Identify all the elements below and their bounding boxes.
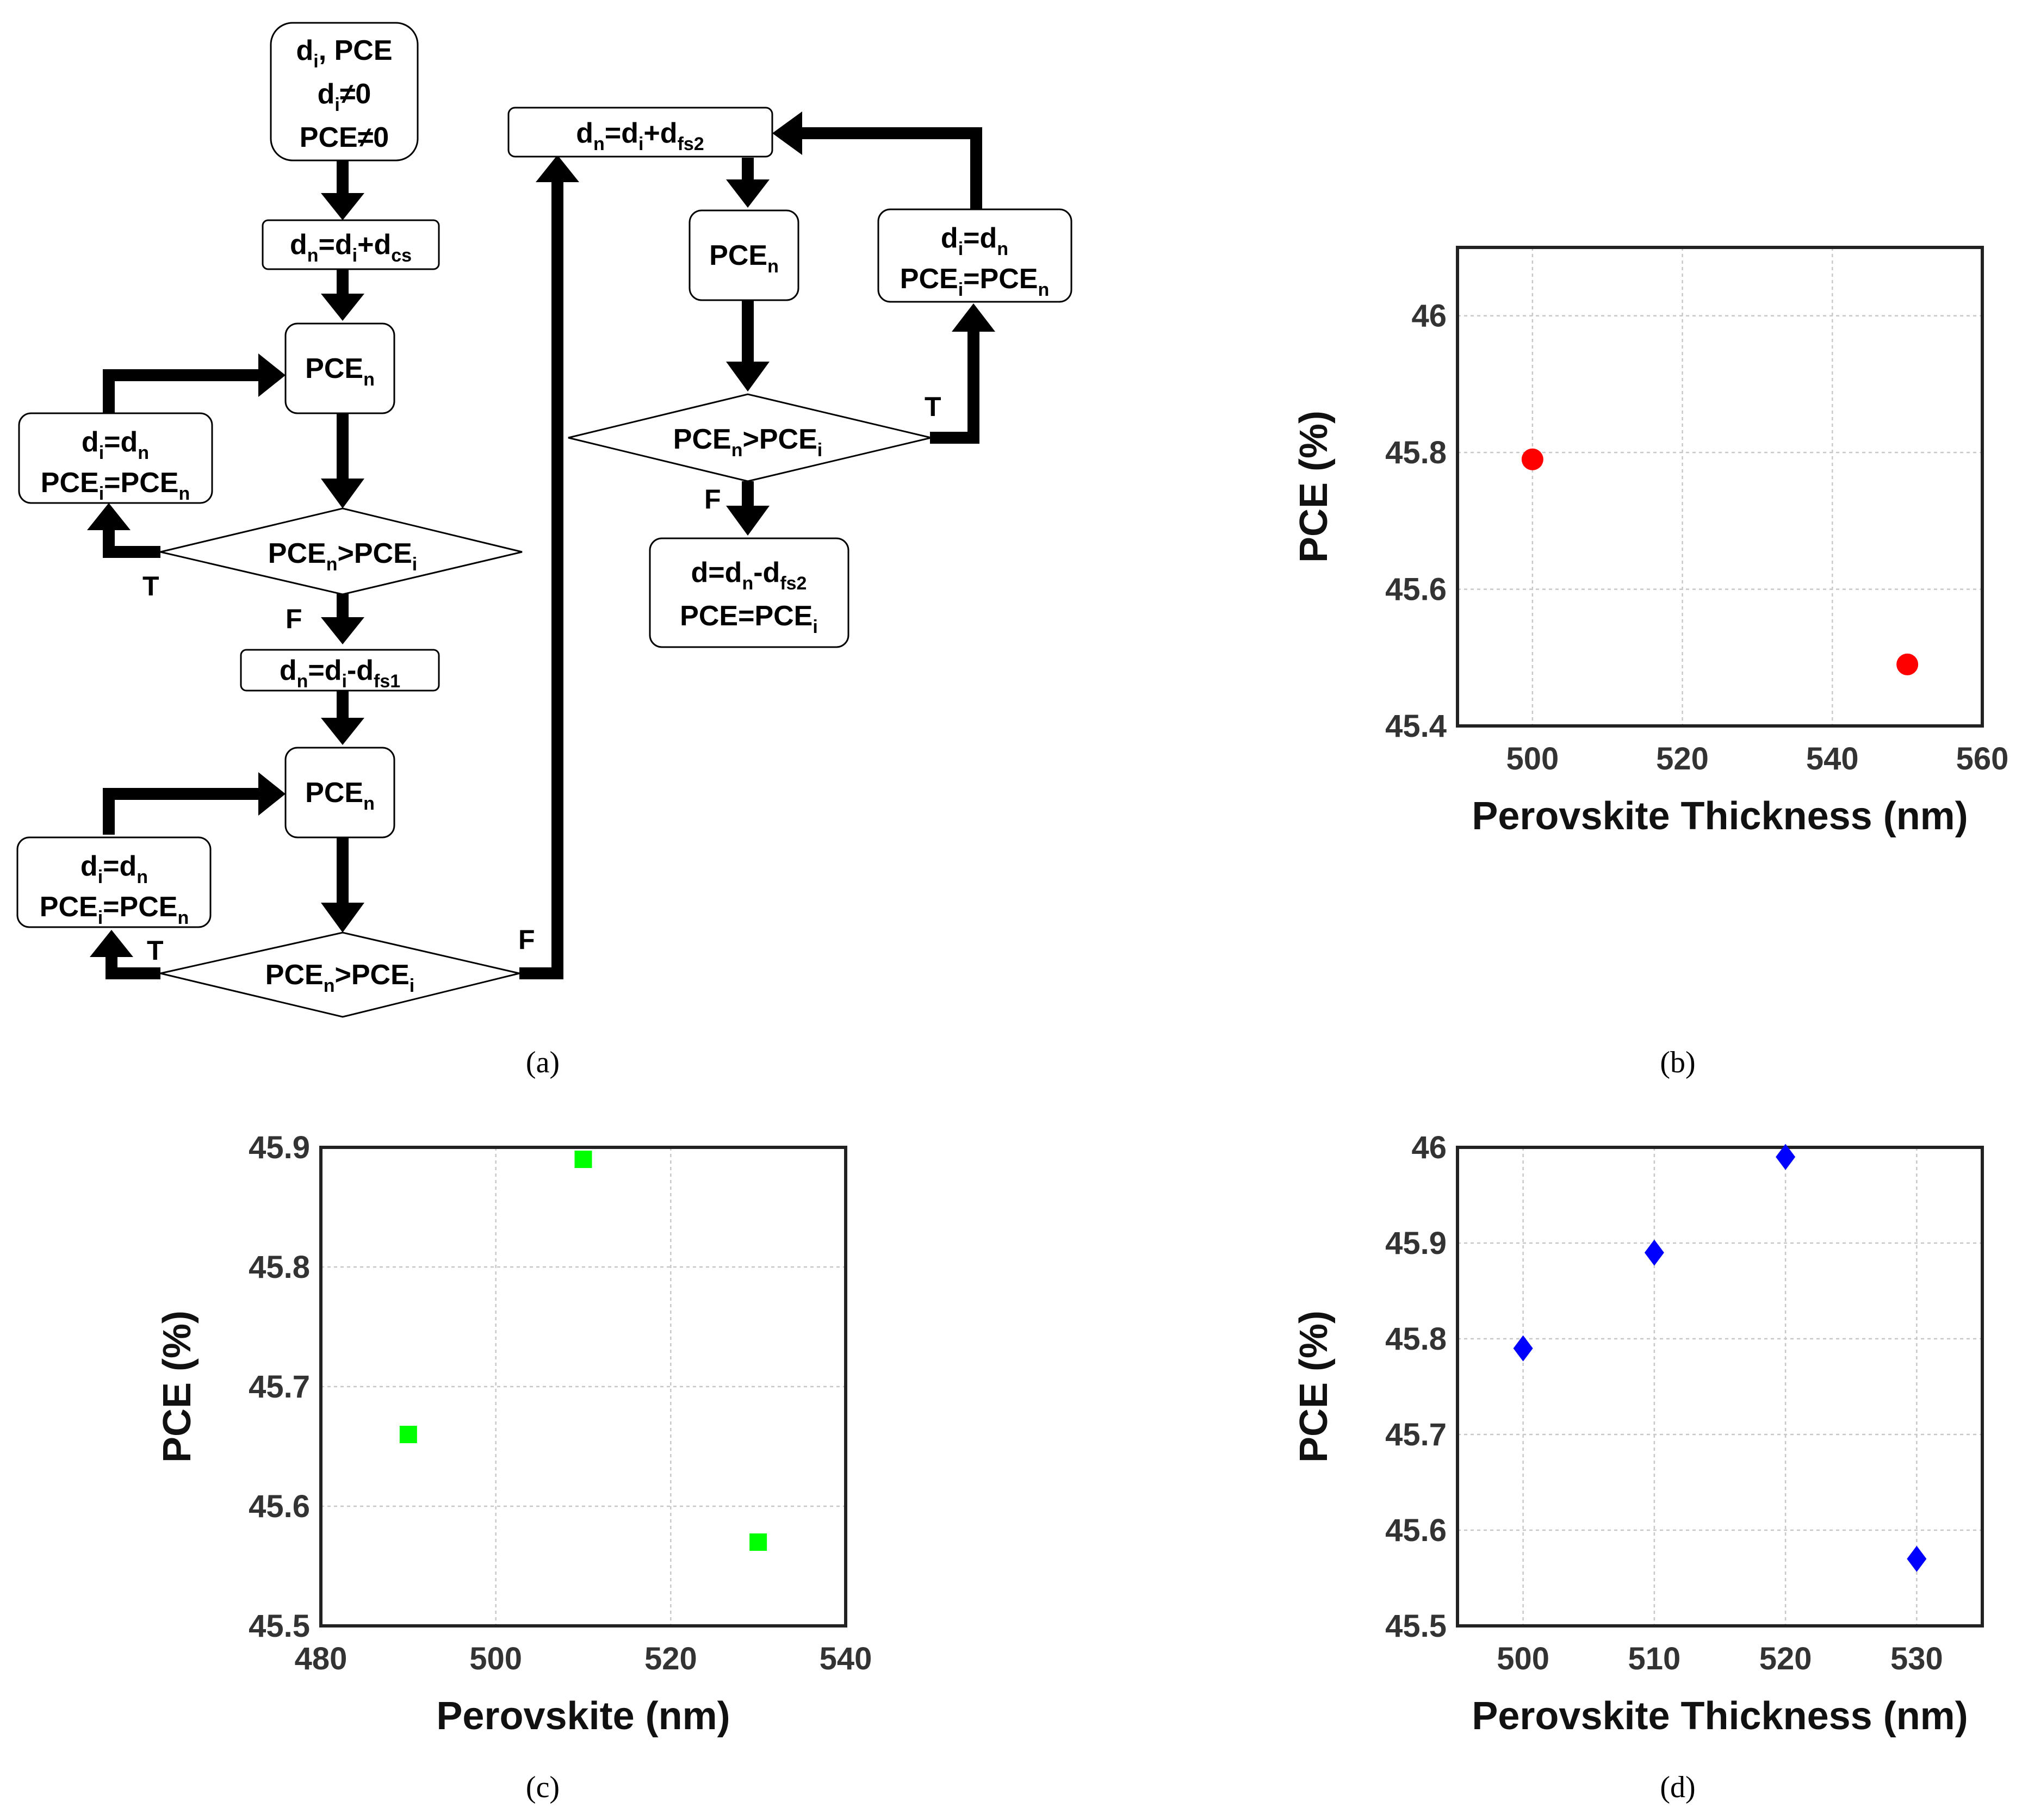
- init-coarse-step-box: dn=di+dcs: [262, 219, 440, 270]
- plot-area: [1456, 1146, 1984, 1628]
- y-tick-label: 45.9: [1385, 1226, 1447, 1261]
- svg-text:PCEn: PCEn: [709, 240, 779, 277]
- svg-text:di=dn: di=dn: [941, 222, 1008, 259]
- y-tick-label: 45.5: [1385, 1608, 1447, 1644]
- caption-c: (c): [526, 1771, 560, 1804]
- pce-eval-box-2: PCEn: [284, 747, 395, 838]
- x-tick-label: 560: [1956, 741, 2009, 777]
- y-tick-label: 45.6: [1385, 572, 1447, 607]
- x-tick-label: 500: [469, 1641, 522, 1676]
- svg-text:PCEn>PCEi: PCEn>PCEi: [268, 538, 417, 575]
- x-tick-label: 500: [1497, 1641, 1549, 1676]
- x-tick-label: 520: [1759, 1641, 1812, 1676]
- flow-arrows: [87, 111, 995, 979]
- svg-text:PCEn: PCEn: [305, 777, 375, 814]
- y-tick-label: 45.4: [1385, 709, 1447, 744]
- data-point: [1896, 653, 1919, 675]
- fine-step-1-box: dn=di-dfs1: [240, 649, 440, 692]
- plot-frame: [319, 1146, 847, 1628]
- plot-frame: [1456, 246, 1984, 728]
- x-tick-label: 530: [1890, 1641, 1943, 1676]
- svg-text:PCEi=PCEn: PCEi=PCEn: [900, 263, 1049, 300]
- true-label: T: [142, 571, 159, 601]
- data-point: [1521, 448, 1543, 470]
- caption-a: (a): [526, 1046, 560, 1079]
- y-tick-label: 45.8: [249, 1250, 310, 1285]
- false-label: F: [704, 484, 721, 514]
- start-box: di, PCE di≠0 PCE≠0: [270, 22, 419, 161]
- x-axis-label: Perovskite Thickness (nm): [1472, 794, 1968, 838]
- data-point: [1907, 1545, 1927, 1572]
- pce-eval-box-3: PCEn: [689, 209, 799, 301]
- data-point: [749, 1533, 767, 1551]
- svg-text:PCEn: PCEn: [305, 353, 375, 390]
- flowchart: di, PCE di≠0 PCE≠0 dn=di+dcs PCEn di=dn …: [16, 22, 1072, 1018]
- false-label: F: [286, 604, 302, 634]
- y-tick-label: 45.7: [249, 1369, 310, 1405]
- chart-c: 480 500 520 540 45.5 45.6 45.7 45.8 45.9Perovski…: [156, 1130, 872, 1738]
- y-axis-label: PCE (%): [1292, 411, 1336, 563]
- y-tick-label: 45.9: [249, 1130, 310, 1165]
- y-tick-label: 46: [1411, 299, 1447, 334]
- svg-text:PCEn>PCEi: PCEn>PCEi: [265, 959, 414, 996]
- y-tick-label: 45.6: [249, 1489, 310, 1524]
- x-tick-label: 540: [820, 1641, 872, 1676]
- data-point: [574, 1151, 592, 1168]
- svg-text:di=dn: di=dn: [80, 850, 148, 887]
- fine-step-2-box: dn=di+dfs2: [507, 107, 773, 158]
- decision-diamond-2: PCEn>PCEi: [160, 931, 520, 1018]
- data-point: [1513, 1335, 1533, 1362]
- decision-diamond-1: PCEn>PCEi: [160, 507, 523, 595]
- svg-text:PCE=PCEi: PCE=PCEi: [680, 600, 818, 637]
- svg-text:PCEi=PCEn: PCEi=PCEn: [40, 891, 189, 928]
- x-tick-label: 510: [1628, 1641, 1680, 1676]
- plot-frame: [1456, 1146, 1984, 1628]
- y-tick-label: 45.7: [1385, 1417, 1447, 1452]
- decision-diamond-3: PCEn>PCEi: [568, 393, 932, 482]
- svg-text:di, PCE: di, PCE: [296, 35, 392, 72]
- y-tick-label: 45.5: [249, 1608, 310, 1644]
- update-box-1: di=dn PCEi=PCEn: [18, 412, 213, 504]
- data-point: [1644, 1239, 1664, 1266]
- svg-text:PCE≠0: PCE≠0: [300, 122, 389, 153]
- result-box: d=dn-dfs2 PCE=PCEi: [649, 537, 849, 648]
- y-axis-label: PCE (%): [1292, 1310, 1336, 1463]
- data-point: [1776, 1144, 1796, 1170]
- data-point: [399, 1426, 417, 1443]
- svg-text:PCEn>PCEi: PCEn>PCEi: [673, 424, 822, 461]
- false-label: F: [518, 924, 535, 955]
- x-tick-label: 520: [644, 1641, 697, 1676]
- caption-b: (b): [1660, 1046, 1695, 1079]
- x-axis-label: Perovskite (nm): [436, 1694, 730, 1738]
- svg-text:PCEi=PCEn: PCEi=PCEn: [41, 467, 190, 504]
- y-axis-label: PCE (%): [156, 1310, 199, 1463]
- x-axis-label: Perovskite Thickness (nm): [1472, 1694, 1968, 1738]
- x-tick-label: 500: [1506, 741, 1559, 777]
- x-tick-label: 520: [1656, 741, 1709, 777]
- plot-area: [1456, 246, 1984, 728]
- x-tick-label: 480: [295, 1641, 348, 1676]
- pce-eval-box-1: PCEn: [284, 322, 395, 414]
- update-box-2: di=dn PCEi=PCEn: [16, 836, 212, 928]
- chart-d: 500 510 520 530 45.5 45.6 45.7 45.8 45.9 46Perovs…: [1292, 1130, 1984, 1738]
- y-tick-label: 45.8: [1385, 435, 1447, 470]
- true-label: T: [925, 392, 941, 422]
- y-tick-label: 45.8: [1385, 1321, 1447, 1357]
- caption-d: (d): [1660, 1771, 1695, 1804]
- update-box-3: di=dn PCEi=PCEn: [877, 208, 1072, 303]
- x-tick-label: 540: [1806, 741, 1859, 777]
- y-tick-label: 46: [1411, 1130, 1447, 1165]
- true-label: T: [147, 935, 164, 966]
- svg-text:di≠0: di≠0: [318, 78, 371, 115]
- y-tick-label: 45.6: [1385, 1513, 1447, 1548]
